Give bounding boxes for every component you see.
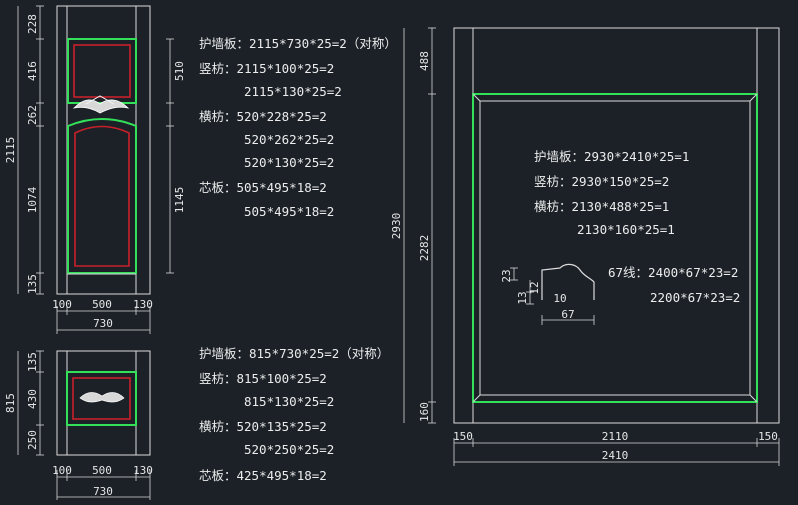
door-tall-dim-upper-panel: 416: [26, 61, 39, 81]
door-tall-dim-upper-opening: 510: [173, 61, 186, 81]
door-tall-spec-line: 竖枋：2115*100*25=2: [199, 61, 334, 76]
door-short-dim-total-width: 730: [93, 485, 113, 498]
carving-ornament-icon: [72, 99, 130, 114]
door-short-spec-line: 竖枋：815*100*25=2: [199, 371, 327, 386]
molding-spec-line: 2200*67*23=2: [650, 290, 740, 305]
door-short-panel: [72, 377, 131, 420]
molding-spec-line: 67线：2400*67*23=2: [608, 265, 738, 280]
molding-profile-icon: [541, 263, 595, 300]
wall-panel-dim-panel: 2282: [418, 235, 431, 262]
molding-dim-width: 67: [561, 308, 574, 321]
molding-dim-lip: 10: [553, 292, 566, 305]
door-tall-upper-frame: [67, 38, 137, 104]
door-short-dim-stile-left: 100: [52, 464, 72, 477]
wall-panel: 488 2282 160 2930 150 2110 150 2410 护墙板：…: [390, 27, 780, 466]
wall-panel-dim-rail-top: 488: [418, 51, 431, 71]
door-short-dim-panel-width: 500: [92, 464, 112, 477]
carving-ornament-icon: [79, 392, 125, 403]
door-short-spec-line: 护墙板：815*730*25=2（对称）: [199, 346, 389, 361]
door-tall-outline: [56, 5, 151, 295]
door-short-dim-total-height: 815: [4, 393, 17, 413]
door-short-spec-line: 520*250*25=2: [244, 442, 334, 457]
door-tall-lower-frame: [67, 118, 137, 274]
wall-panel-spec-line: 竖枋：2930*150*25=2: [534, 174, 669, 189]
wall-panel-dim-panel-width: 2110: [602, 430, 629, 443]
door-short-spec-line: 815*130*25=2: [244, 394, 334, 409]
door-short-spec-line: 芯板：425*495*18=2: [199, 468, 327, 483]
molding-dim-step-a: 13: [516, 291, 529, 304]
door-tall-dim-rail-mid: 262: [26, 105, 39, 125]
door-short-spec-line: 横枋：520*135*25=2: [199, 419, 327, 434]
door-tall-upper-panel: [73, 44, 131, 98]
wall-panel-dim-rail-bottom: 160: [418, 402, 431, 422]
molding-dim-step-b: 12: [528, 281, 541, 294]
door-tall-dim-ticks: [36, 5, 44, 295]
door-tall-lower-panel: [74, 125, 130, 267]
door-short-dim-stile-right: 130: [133, 464, 153, 477]
door-short-spec-list: 护墙板：815*730*25=2（对称） 竖枋：815*100*25=2 815…: [199, 346, 389, 483]
door-tall-spec-line: 横枋：520*228*25=2: [199, 109, 327, 124]
door-tall-spec-line: 2115*130*25=2: [244, 84, 342, 99]
door-tall-spec-line: 芯板：505*495*18=2: [199, 180, 327, 195]
door-tall-spec-line: 505*495*18=2: [244, 204, 334, 219]
door-tall-dim-stile-left: 100: [52, 298, 72, 311]
door-tall: 228 416 262 1074 135 2115 510 1145 100 5…: [4, 5, 186, 334]
wall-panel-dim-stile-right: 150: [758, 430, 778, 443]
carving-ornament-detail: [85, 95, 115, 105]
door-tall-dim-lower-panel: 1074: [26, 186, 39, 213]
door-short: 135 430 250 815 100 500 130 730: [4, 350, 153, 500]
door-tall-spec-line: 520*130*25=2: [244, 155, 334, 170]
wall-panel-dim-stile-left: 150: [453, 430, 473, 443]
door-tall-dim-rail-bottom: 135: [26, 274, 39, 294]
door-tall-spec-line: 520*262*25=2: [244, 132, 334, 147]
molding-dim-height: 23: [500, 269, 513, 282]
wall-panel-dim-total-height: 2930: [390, 213, 403, 240]
wall-panel-frame-inner: [479, 100, 751, 396]
door-short-frame: [66, 371, 137, 426]
door-short-outline: [56, 350, 151, 456]
wall-panel-outline: [453, 27, 780, 424]
door-tall-dim-total-height: 2115: [4, 137, 17, 164]
door-short-dim-rail-bottom: 250: [26, 430, 39, 450]
door-tall-dim-stile-right: 130: [133, 298, 153, 311]
door-tall-spec-line: 护墙板：2115*730*25=2（对称）: [199, 36, 397, 51]
wall-panel-spec-line: 护墙板：2930*2410*25=1: [534, 149, 689, 164]
molding-profile: 23 13 12 10 67: [500, 263, 595, 325]
door-tall-dim-total-width: 730: [93, 317, 113, 330]
wall-panel-frame: [472, 93, 758, 403]
wall-panel-spec-line: 横枋：2130*488*25=1: [534, 199, 669, 214]
door-short-dim-rail-top: 135: [26, 352, 39, 372]
door-tall-dim-lower-opening: 1145: [173, 187, 186, 214]
door-tall-spec-list: 护墙板：2115*730*25=2（对称） 竖枋：2115*100*25=2 2…: [199, 36, 397, 219]
door-tall-dim-panel-width: 500: [92, 298, 112, 311]
wall-panel-dim-total-width: 2410: [602, 449, 629, 462]
wall-panel-spec-line: 2130*160*25=1: [577, 222, 675, 237]
door-tall-dim-rail-top: 228: [26, 14, 39, 34]
door-short-dim-panel: 430: [26, 389, 39, 409]
